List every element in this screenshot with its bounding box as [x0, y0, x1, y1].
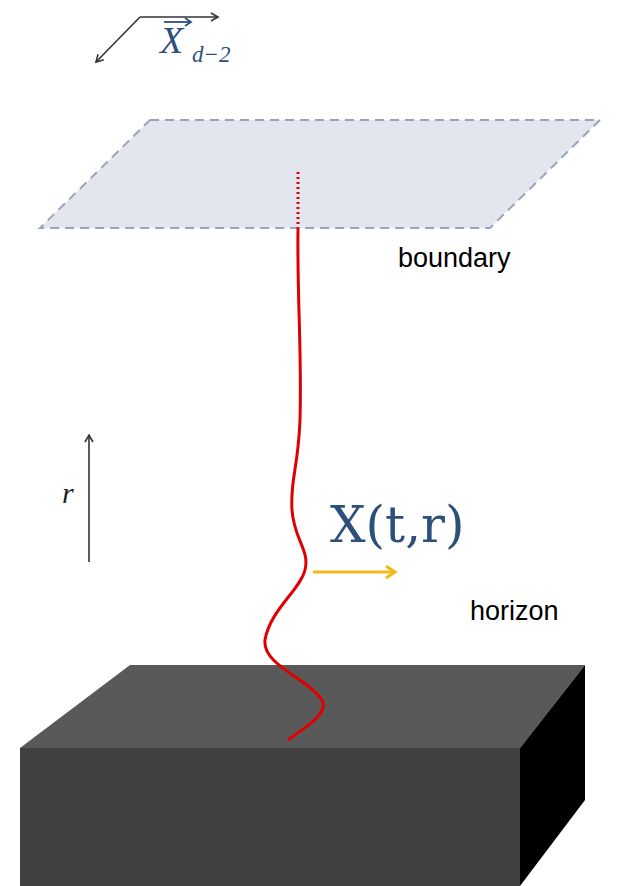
string: [265, 228, 323, 740]
horizon-front: [20, 748, 520, 886]
axis-arrow: [140, 16, 218, 18]
horizon-top: [20, 665, 585, 748]
boundary-plane: [40, 120, 600, 228]
region-label: horizon: [470, 597, 559, 627]
vector-symbol: X: [160, 20, 183, 62]
vector-arrow: [185, 18, 191, 26]
axis-label: r: [62, 476, 74, 509]
radial-arrow: [88, 435, 90, 562]
region-label: boundary: [398, 244, 511, 274]
horizon-side: [520, 665, 585, 886]
subscript: d−2: [192, 42, 231, 67]
displacement-arrow: [313, 571, 395, 574]
field-label: X(t,r): [330, 498, 465, 553]
string-dotted: [297, 172, 300, 228]
axis-arrow: [96, 17, 140, 62]
